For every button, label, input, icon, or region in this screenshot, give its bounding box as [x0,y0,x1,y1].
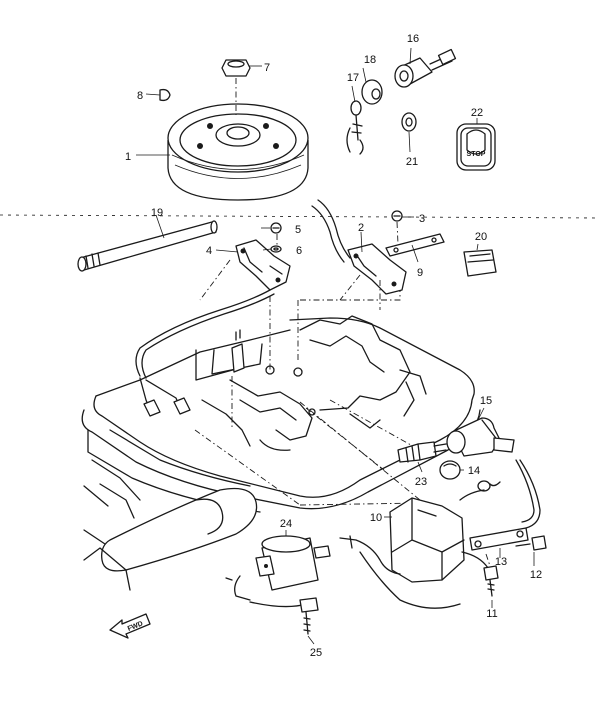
callout-15: 15 [480,395,492,407]
screw [270,222,282,234]
spark-plug-cap [446,417,515,457]
switch-nut [361,79,383,105]
charge-coil [311,199,407,295]
washer [270,245,282,253]
wire-harness [135,289,275,417]
stop-plate: STOP [456,123,496,171]
callout-24: 24 [280,518,292,530]
assembly-lines [194,78,491,567]
fwd-arrow-icon: FWD [109,613,151,639]
callout-21: 21 [406,156,418,168]
callout-16: 16 [407,33,419,45]
bracket-plate [385,233,445,257]
ignition-coil [225,535,461,609]
lead-cap [439,460,461,480]
callout-6: 6 [296,245,302,257]
callout-2: 2 [358,222,364,234]
callout-5: 5 [295,224,301,236]
callout-numbers: 1 2 3 4 5 6 7 8 9 10 11 12 13 14 15 16 1… [125,33,542,659]
callout-19: 19 [151,207,163,219]
callout-14: 14 [468,465,480,477]
leader-lines [136,47,535,645]
hv-lead [459,459,541,529]
callout-11: 11 [486,608,497,620]
stop-label: STOP [467,151,486,158]
callout-20: 20 [475,231,487,243]
callout-22: 22 [471,107,483,119]
callout-17: 17 [347,72,359,84]
callout-25: 25 [310,647,322,659]
callout-3: 3 [419,213,425,225]
grommet [463,249,497,277]
bolt [483,565,499,597]
switch-key [346,100,364,155]
switch-washer [401,112,417,132]
coil-bolt [299,597,319,635]
callout-1: 1 [125,151,131,163]
cdi-unit [389,497,529,583]
flywheel-key [159,88,171,102]
callout-8: 8 [137,90,143,102]
callout-10: 10 [370,512,382,524]
bolt [515,535,547,551]
pulser-coil [235,239,291,291]
charge-coil-screw [391,210,403,222]
flywheel [167,103,309,201]
fold-line [0,214,600,219]
callout-18: 18 [364,54,376,66]
callout-13: 13 [495,556,507,568]
callout-23: 23 [415,476,427,488]
rod [77,220,218,272]
flywheel-nut [221,59,251,77]
callout-12: 12 [530,569,542,581]
ignition-switch [394,48,457,88]
callout-9: 9 [417,267,423,279]
callout-4: 4 [206,245,212,257]
spark-plug [397,441,447,463]
callout-7: 7 [264,62,270,74]
